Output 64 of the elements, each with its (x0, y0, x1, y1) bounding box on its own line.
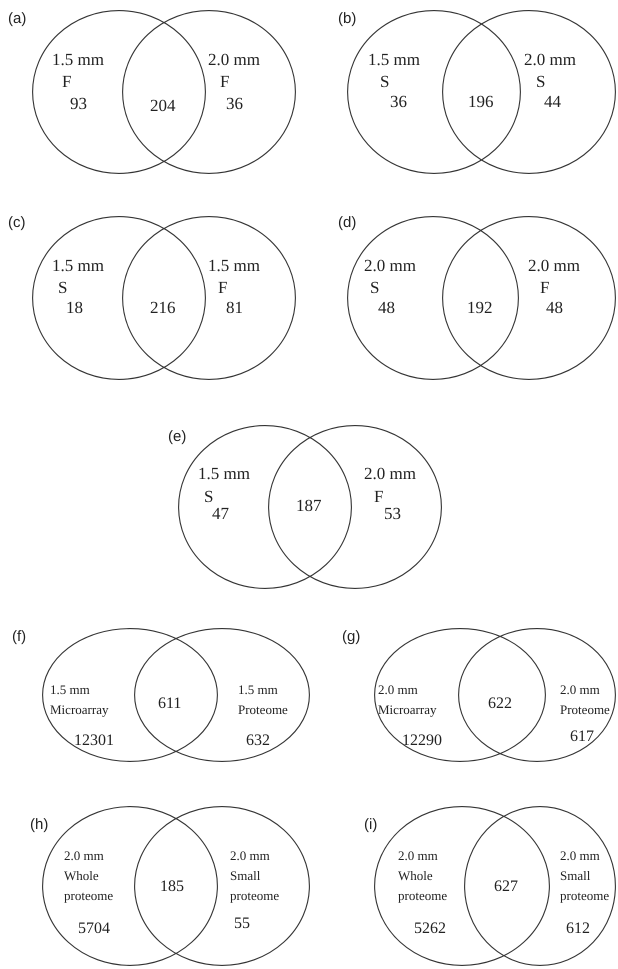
set-label: 2.0 mm (208, 50, 260, 70)
region-count: 48 (378, 298, 395, 318)
region-count: 48 (546, 298, 563, 318)
intersection-count: 216 (150, 298, 176, 318)
set-label: 2.0 mm Whole proteome (398, 847, 448, 905)
set-label: 2.0 mm (524, 50, 576, 70)
panel-label: (a) (8, 10, 26, 27)
panel-label: (i) (364, 816, 378, 833)
intersection-count: 627 (494, 878, 518, 896)
panel-label: (c) (8, 214, 26, 231)
region-count: 81 (226, 298, 243, 318)
set-label: S (536, 72, 546, 92)
intersection-count: 185 (160, 878, 184, 896)
region-count: 47 (212, 504, 229, 524)
region-count: 44 (544, 92, 561, 112)
region-count: 55 (234, 915, 250, 934)
region-count: 617 (570, 728, 594, 746)
region-count: 12290 (402, 732, 442, 750)
intersection-count: 192 (467, 298, 492, 318)
panel-label: (e) (168, 428, 186, 445)
set-label: F (218, 278, 228, 298)
region-count: 36 (226, 94, 243, 114)
set-label: F (220, 72, 230, 92)
set-label: S (204, 487, 214, 507)
set-label: 2.0 mm Small proteome (560, 847, 610, 905)
region-count: 612 (566, 920, 590, 938)
intersection-count: 204 (150, 96, 176, 116)
set-label: 1.5 mm (52, 256, 104, 276)
region-count: 632 (246, 732, 270, 750)
set-label: S (380, 72, 390, 92)
intersection-count: 196 (468, 92, 494, 112)
region-count: 53 (384, 504, 401, 524)
set-label: 1.5 mm (198, 464, 250, 484)
set-label: 2.0 mm Proteome (560, 681, 611, 719)
intersection-count: 622 (488, 695, 512, 713)
set-label: S (370, 278, 380, 298)
region-count: 5262 (414, 920, 446, 938)
set-label: 1.5 mm Microarray (50, 681, 110, 719)
panel-label: (g) (342, 628, 360, 645)
region-count: 12301 (74, 732, 114, 750)
panel-label: (f) (12, 628, 26, 645)
set-label: 1.5 mm Proteome (238, 681, 289, 719)
set-label: 1.5 mm (52, 50, 104, 70)
intersection-count: 611 (158, 695, 182, 713)
set-label: 2.0 mm Whole proteome (64, 847, 114, 905)
set-label: 1.5 mm (208, 256, 260, 276)
set-label: 2.0 mm Small proteome (230, 847, 280, 905)
set-label: F (374, 487, 384, 507)
set-label: S (58, 278, 68, 298)
region-count: 18 (66, 298, 83, 318)
set-label: 2.0 mm Microarray (378, 681, 438, 719)
panel-label: (b) (338, 10, 356, 27)
set-label: F (540, 278, 550, 298)
intersection-count: 187 (296, 496, 322, 516)
region-count: 93 (70, 94, 87, 114)
panel-label: (d) (338, 214, 356, 231)
set-label: 2.0 mm (364, 464, 416, 484)
set-label: 2.0 mm (528, 256, 580, 276)
set-label: 2.0 mm (364, 256, 416, 276)
set-label: 1.5 mm (368, 50, 420, 70)
region-count: 36 (390, 92, 407, 112)
set-label: F (62, 72, 72, 92)
panel-label: (h) (30, 816, 48, 833)
region-count: 5704 (78, 920, 110, 938)
